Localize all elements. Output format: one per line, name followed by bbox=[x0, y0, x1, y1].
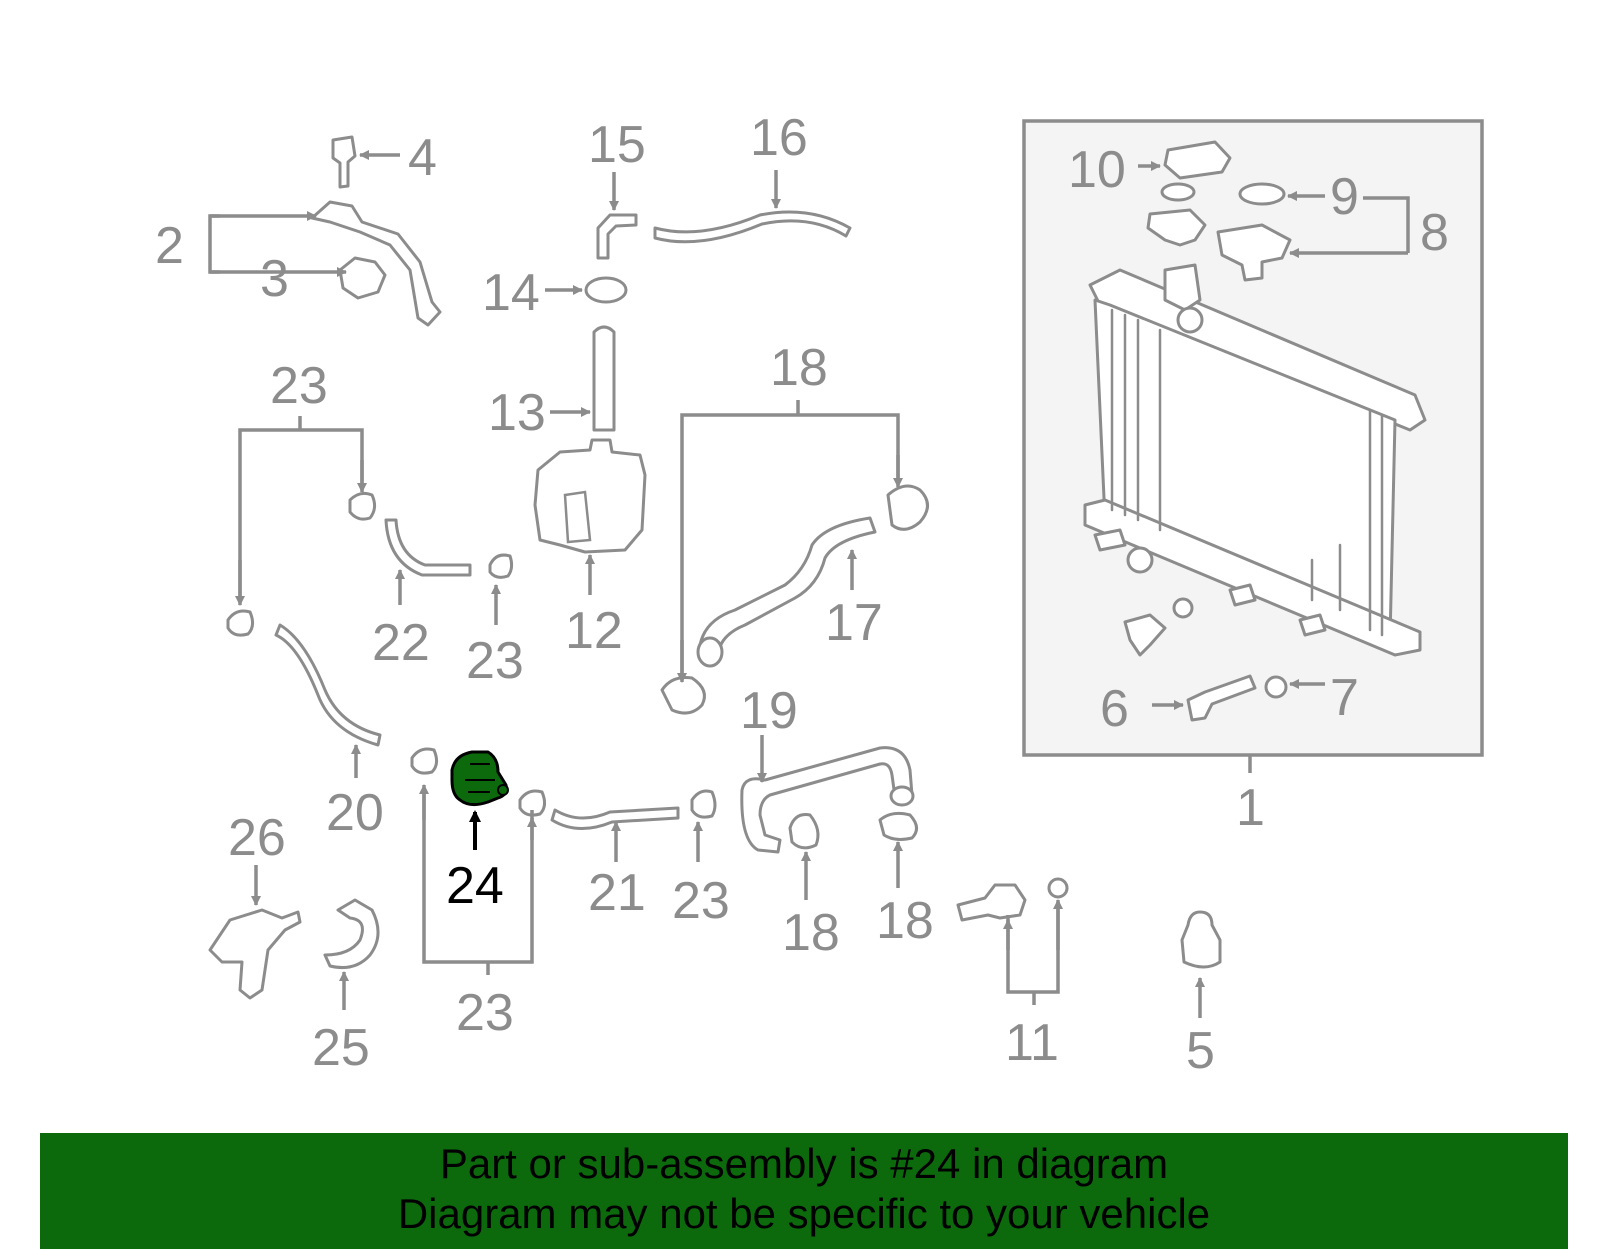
o-ring-7 bbox=[1264, 675, 1288, 699]
bolt-4 bbox=[331, 135, 357, 189]
clamp-23-c bbox=[226, 609, 255, 637]
pipe-15 bbox=[596, 213, 638, 260]
reservoir-tank-12 bbox=[533, 438, 647, 554]
hose-16 bbox=[653, 210, 852, 244]
callout-13: 13 bbox=[488, 384, 546, 442]
callout-18-d: 18 bbox=[876, 892, 934, 950]
callout-19: 19 bbox=[740, 682, 798, 740]
radiator-cap-10 bbox=[1163, 140, 1232, 180]
callout-4: 4 bbox=[408, 129, 437, 187]
callout-20: 20 bbox=[326, 784, 384, 842]
info-banner: Part or sub-assembly is #24 in diagram D… bbox=[40, 1133, 1568, 1249]
hose-17 bbox=[698, 516, 877, 657]
callout-18-c: 18 bbox=[782, 904, 840, 962]
banner-line-1: Part or sub-assembly is #24 in diagram bbox=[439, 1140, 1169, 1187]
cushion-3 bbox=[338, 256, 387, 300]
radiator-cap-8 bbox=[1216, 223, 1292, 282]
callout-21: 21 bbox=[588, 864, 646, 922]
callout-23-bottom: 23 bbox=[456, 984, 514, 1042]
callout-18-top: 18 bbox=[770, 339, 828, 397]
washer-14 bbox=[584, 276, 628, 304]
callout-12: 12 bbox=[565, 602, 623, 660]
callout-1: 1 bbox=[1236, 779, 1265, 837]
cap-part bbox=[1146, 208, 1207, 247]
clamp-18-c bbox=[788, 813, 820, 850]
upper-hose-group: 18 17 bbox=[660, 339, 929, 715]
hose-21 bbox=[550, 806, 680, 831]
callout-23-right: 23 bbox=[672, 872, 730, 930]
seal-9 bbox=[1238, 182, 1286, 206]
shroud-group: 26 25 bbox=[208, 809, 380, 1077]
part-24-highlighted[interactable] bbox=[450, 750, 509, 807]
lower-hose-group: 19 18 18 bbox=[740, 682, 934, 962]
callout-23-top: 23 bbox=[270, 357, 328, 415]
bypass-hose-group: 23 22 23 20 bbox=[226, 357, 524, 842]
clamp-18-upper bbox=[886, 484, 929, 531]
callout-3: 3 bbox=[260, 250, 289, 308]
clamp-23-e bbox=[518, 789, 547, 817]
clamp-23-a bbox=[348, 491, 377, 521]
o-ring-11 bbox=[1047, 877, 1069, 899]
clamp-18-d bbox=[878, 811, 918, 841]
part-26 bbox=[208, 908, 302, 1000]
callout-22: 22 bbox=[372, 614, 430, 672]
callout-14: 14 bbox=[482, 264, 540, 322]
sensor-11 bbox=[956, 883, 1027, 922]
radiator-part bbox=[1083, 263, 1427, 657]
part-24-body[interactable] bbox=[450, 750, 508, 807]
callout-15: 15 bbox=[588, 116, 646, 174]
sensor-group: 11 5 bbox=[956, 877, 1222, 1080]
callout-17: 17 bbox=[825, 594, 883, 652]
cap-seal-ring bbox=[1160, 182, 1196, 202]
drain-plug-6 bbox=[1186, 674, 1257, 722]
hose-20 bbox=[274, 623, 382, 747]
clamp-23-b bbox=[488, 553, 514, 579]
callout-7: 7 bbox=[1330, 669, 1359, 727]
callout-16: 16 bbox=[750, 109, 808, 167]
drain-cock bbox=[1123, 613, 1167, 657]
callout-8: 8 bbox=[1420, 204, 1449, 262]
clamp-23-f bbox=[690, 789, 717, 819]
clamp-23-d bbox=[410, 747, 439, 775]
callout-2: 2 bbox=[155, 217, 184, 275]
clamp-18-lower bbox=[660, 676, 706, 715]
callout-26: 26 bbox=[228, 809, 286, 867]
tube-13 bbox=[592, 325, 616, 432]
callout-24: 24 bbox=[446, 857, 504, 915]
callout-11: 11 bbox=[1005, 1014, 1059, 1072]
callout-5: 5 bbox=[1186, 1022, 1215, 1080]
callout-10: 10 bbox=[1068, 141, 1126, 199]
hose-22 bbox=[384, 518, 472, 577]
part-25 bbox=[323, 898, 380, 970]
reservoir-group: 15 16 14 13 12 bbox=[482, 109, 852, 660]
callout-23-mid: 23 bbox=[466, 632, 524, 690]
callout-6: 6 bbox=[1100, 680, 1129, 738]
banner-line-2: Diagram may not be specific to your vehi… bbox=[397, 1190, 1211, 1237]
switch-5 bbox=[1180, 910, 1222, 969]
callout-9: 9 bbox=[1330, 168, 1359, 226]
thermostat-group: 24 23 21 23 bbox=[410, 747, 730, 1042]
callout-25: 25 bbox=[312, 1019, 370, 1077]
radiator-assembly-group: 10 9 8 6 7 1 bbox=[1022, 119, 1484, 837]
bracket-2 bbox=[310, 200, 442, 327]
bracket-group: 4 2 3 bbox=[155, 129, 442, 327]
